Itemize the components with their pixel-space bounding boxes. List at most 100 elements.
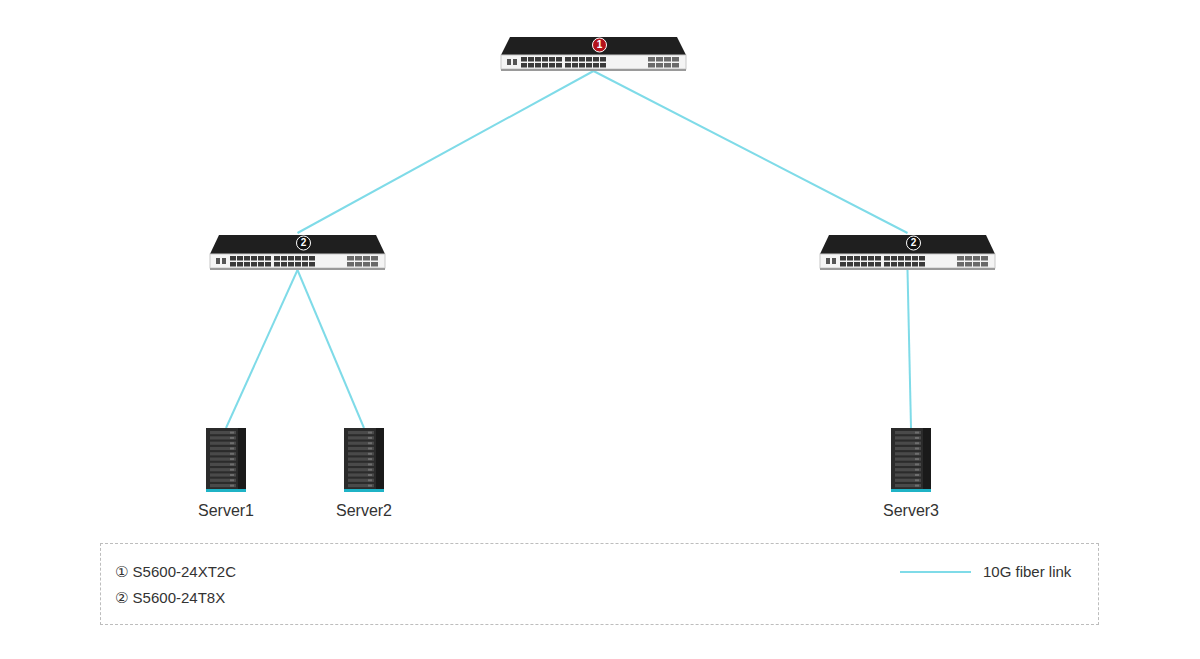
rj45-port xyxy=(288,256,294,261)
server-bay xyxy=(895,479,921,482)
rj45-port xyxy=(295,262,301,267)
server-bay-light xyxy=(915,485,919,487)
rj45-port xyxy=(556,63,562,68)
rj45-port xyxy=(556,57,562,62)
server-bay xyxy=(348,484,374,487)
fiber-link xyxy=(298,71,594,233)
rj45-port xyxy=(600,57,606,62)
rj45-port xyxy=(265,262,271,267)
rj45-port xyxy=(847,262,853,267)
server-bay-light xyxy=(368,458,372,460)
rj45-port xyxy=(861,262,867,267)
server-bay xyxy=(210,484,236,487)
rj45-port xyxy=(572,57,578,62)
rj45-port xyxy=(919,256,925,261)
switch-outline xyxy=(820,233,995,270)
rj45-port xyxy=(281,256,287,261)
rj45-port xyxy=(884,262,890,267)
server-bay-light xyxy=(368,442,372,444)
rj45-port xyxy=(521,63,527,68)
server-label: Server3 xyxy=(871,502,951,520)
server-node: Server3 xyxy=(871,428,951,526)
server-bay-light xyxy=(368,469,372,471)
server-bay-light xyxy=(230,469,234,471)
switch-bottom-edge xyxy=(501,69,686,71)
console-port xyxy=(513,59,517,65)
server-bay xyxy=(895,463,921,466)
server-node: Server1 xyxy=(186,428,266,526)
callout-number: 2 xyxy=(297,236,311,250)
server-bay-light xyxy=(230,458,234,460)
sfp-port xyxy=(973,256,980,261)
switch-bottom-edge xyxy=(820,268,995,270)
server-bay xyxy=(895,431,921,434)
switch-top-face xyxy=(820,235,995,254)
server-bay xyxy=(210,442,236,445)
server-bay-light xyxy=(915,448,919,450)
sfp-port xyxy=(363,256,370,261)
rj45-port xyxy=(265,256,271,261)
console-port xyxy=(222,258,226,264)
rj45-port xyxy=(875,256,881,261)
server-bay-light xyxy=(368,479,372,481)
rj45-port xyxy=(542,57,548,62)
server-bay-light xyxy=(230,479,234,481)
console-port xyxy=(832,258,836,264)
rj45-port xyxy=(309,262,315,267)
server-bay-light xyxy=(915,458,919,460)
rj45-port xyxy=(875,262,881,267)
server-bay xyxy=(210,458,236,461)
sfp-port xyxy=(973,262,980,267)
server-bay xyxy=(895,447,921,450)
server-bay xyxy=(348,468,374,471)
sfp-port xyxy=(981,262,988,267)
fiber-line-sample xyxy=(900,571,971,573)
server-bay xyxy=(895,484,921,487)
rj45-port xyxy=(528,57,534,62)
sfp-port xyxy=(664,57,671,62)
server-bay-light xyxy=(230,485,234,487)
rj45-port xyxy=(868,262,874,267)
callout-number: 2 xyxy=(907,236,921,250)
callout-badge xyxy=(297,236,311,250)
server-bay-light xyxy=(230,448,234,450)
rj45-port xyxy=(847,256,853,261)
server-bay-light xyxy=(230,474,234,476)
console-port xyxy=(216,258,220,264)
callout-badge xyxy=(593,38,607,52)
rj45-port xyxy=(593,57,599,62)
rj45-port xyxy=(244,256,250,261)
sfp-port xyxy=(355,256,362,261)
sfp-port xyxy=(347,262,354,267)
fiber-link xyxy=(594,71,908,233)
server-bay-light xyxy=(368,463,372,465)
console-port xyxy=(826,258,830,264)
legend-text: ② S5600-24T8X xyxy=(115,589,225,607)
server-side xyxy=(238,428,246,490)
server-bay-light xyxy=(230,432,234,434)
server-bay xyxy=(210,431,236,434)
server-side xyxy=(376,428,384,490)
rj45-port xyxy=(854,262,860,267)
legend-text: 10G fiber link xyxy=(983,563,1071,581)
rj45-port xyxy=(542,63,548,68)
server-bay-light xyxy=(915,463,919,465)
switch-top-face xyxy=(210,235,385,254)
rj45-port xyxy=(535,57,541,62)
rj45-port xyxy=(281,262,287,267)
server-bay xyxy=(348,442,374,445)
rj45-port xyxy=(549,57,555,62)
rj45-port xyxy=(586,57,592,62)
server-bay xyxy=(895,442,921,445)
rj45-port xyxy=(586,63,592,68)
switch-node: 2 xyxy=(820,233,995,270)
rj45-port xyxy=(868,256,874,261)
console-port xyxy=(507,59,511,65)
sfp-port xyxy=(371,256,378,261)
legend-line-sample xyxy=(900,566,972,578)
server-bay xyxy=(210,463,236,466)
switch-bottom-edge xyxy=(210,268,385,270)
server-bay xyxy=(348,431,374,434)
sfp-port xyxy=(648,57,655,62)
